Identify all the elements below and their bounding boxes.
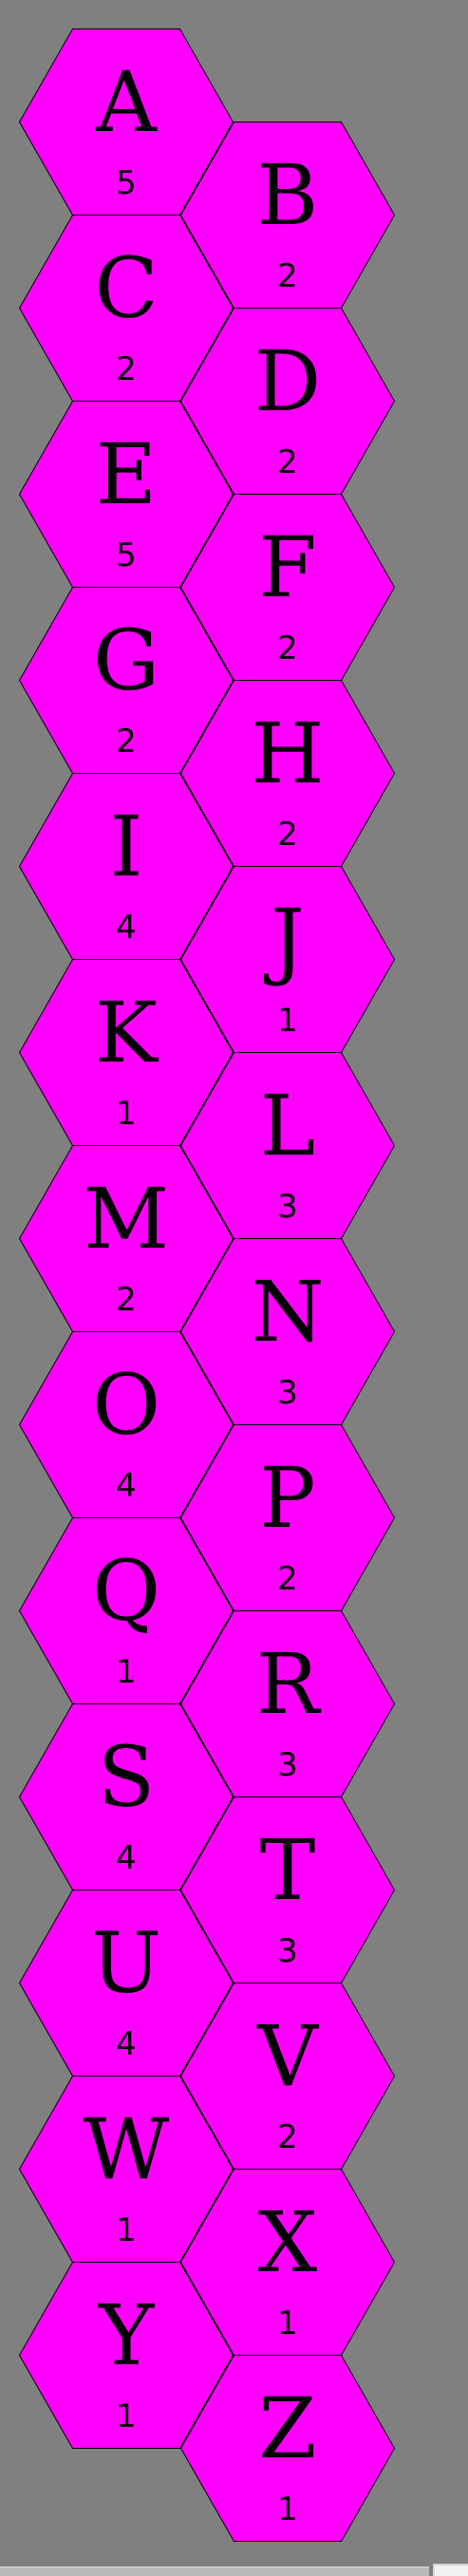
tile-count: 2 — [277, 257, 298, 295]
tile-letter: V — [257, 2007, 318, 2105]
scrollbar-corner — [433, 2564, 468, 2576]
tile-letter: N — [251, 1263, 325, 1361]
tile-count: 1 — [277, 2491, 298, 2529]
tile-count: 1 — [277, 2304, 298, 2342]
tile-letter: S — [97, 1728, 156, 1826]
horizontal-scrollbar[interactable] — [0, 2563, 468, 2576]
tile-count: 1 — [116, 1095, 137, 1133]
tile-letter: B — [256, 146, 319, 244]
tile-count: 4 — [116, 1467, 137, 1505]
tile-letter: K — [95, 984, 158, 1081]
tile-letter: L — [259, 1077, 316, 1175]
tile-letter: U — [90, 1914, 162, 2012]
tile-letter: T — [259, 1821, 316, 1919]
tile-letter: G — [92, 611, 160, 709]
tile-letter: H — [251, 705, 325, 802]
tile-letter: J — [271, 891, 305, 988]
tile-count: 2 — [116, 350, 137, 388]
tile-letter: M — [83, 1170, 170, 1268]
hexagon-shape — [180, 2355, 395, 2542]
tile-letter: E — [95, 425, 158, 523]
tile-count: 5 — [116, 164, 137, 202]
tile-count: 4 — [116, 1839, 137, 1877]
tile-count: 2 — [277, 816, 298, 854]
tile-letter: X — [257, 2193, 318, 2291]
tile-count: 2 — [116, 1281, 137, 1319]
tile-letter: O — [91, 1356, 161, 1454]
hexagon-shape — [19, 2262, 234, 2449]
horizontal-scrollbar-track[interactable] — [0, 2567, 429, 2576]
tile-count: 1 — [116, 2397, 137, 2435]
tile-count: 3 — [277, 1746, 298, 1784]
tile-letter: W — [83, 2100, 170, 2198]
tile-letter: F — [258, 518, 317, 616]
tile-letter: A — [96, 53, 157, 151]
tile-letter: P — [259, 1449, 316, 1547]
tile-count: 1 — [277, 1002, 298, 1040]
tile-letter: Z — [258, 2379, 317, 2477]
tile-count: 3 — [277, 1374, 298, 1412]
tile-letter: C — [94, 239, 159, 337]
tile-letter: Q — [91, 1542, 161, 1640]
tile-count: 3 — [277, 1932, 298, 1970]
tile-letter: I — [109, 798, 143, 895]
tile-count: 4 — [116, 2025, 137, 2063]
tile-letter: D — [253, 332, 322, 430]
tile-count: 4 — [116, 909, 137, 947]
tile-count: 2 — [277, 1560, 298, 1598]
tile-count: 3 — [277, 1188, 298, 1226]
tile-count: 5 — [116, 536, 137, 574]
tile-count: 2 — [277, 443, 298, 481]
tile-count: 2 — [277, 630, 298, 668]
tile-letter: R — [255, 1635, 320, 1733]
tile-count: 1 — [116, 1653, 137, 1691]
tile-letter: Y — [98, 2286, 155, 2384]
tile-count: 2 — [116, 723, 137, 761]
tile-count: 2 — [277, 2118, 298, 2156]
tile-count: 1 — [116, 2211, 137, 2249]
